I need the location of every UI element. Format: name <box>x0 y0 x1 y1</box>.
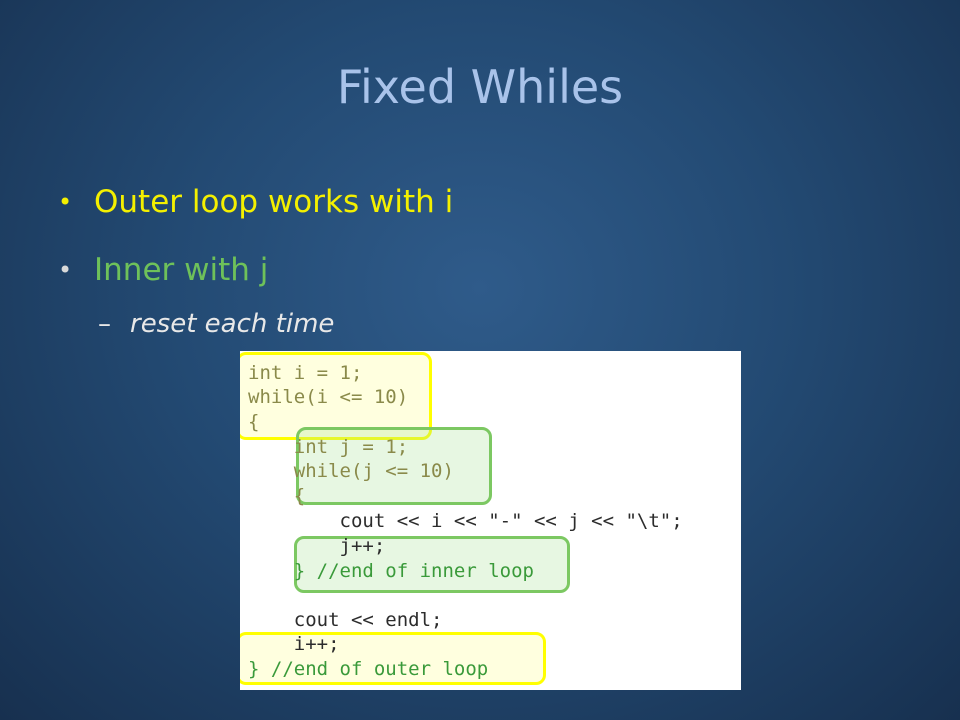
code-line: { <box>248 411 260 433</box>
code-line: j++; <box>248 535 386 557</box>
code-line: { <box>248 485 306 507</box>
bullet-text: Outer loop works with i <box>94 184 454 220</box>
sub-bullet-reset: – reset each time <box>58 306 918 342</box>
bullet-dot-icon: • <box>58 188 73 216</box>
bullet-outer-loop: • Outer loop works with i <box>58 180 918 224</box>
inner-loop-increment-highlight <box>294 536 570 593</box>
code-line: while(i <= 10) <box>248 386 409 408</box>
code-line: cout << endl; <box>248 609 443 631</box>
sub-bullet-text: reset each time <box>130 309 335 339</box>
outer-loop-header-highlight <box>240 352 432 440</box>
code-line: int i = 1; <box>248 362 363 384</box>
code-line: int j = 1; <box>248 436 409 458</box>
bullet-dot-icon: • <box>58 256 73 284</box>
slide-title: Fixed Whiles <box>336 60 624 114</box>
code-snippet: int i = 1; while(i <= 10) { int j = 1; w… <box>240 351 741 690</box>
code-line: while(j <= 10) <box>248 460 454 482</box>
code-line: } //end of inner loop <box>248 560 534 582</box>
code-line: cout << i << "-" << j << "\t"; <box>248 510 683 532</box>
code-line: i++; <box>248 633 340 655</box>
bullet-list: • Outer loop works with i • Inner with j… <box>58 180 918 342</box>
bullet-text: Inner with j <box>94 252 269 288</box>
code-line: } //end of outer loop <box>248 658 489 680</box>
bullet-inner-loop: • Inner with j <box>58 248 918 292</box>
outer-loop-increment-highlight <box>240 632 546 685</box>
dash-icon: – <box>98 309 111 339</box>
inner-loop-header-highlight <box>296 427 492 505</box>
